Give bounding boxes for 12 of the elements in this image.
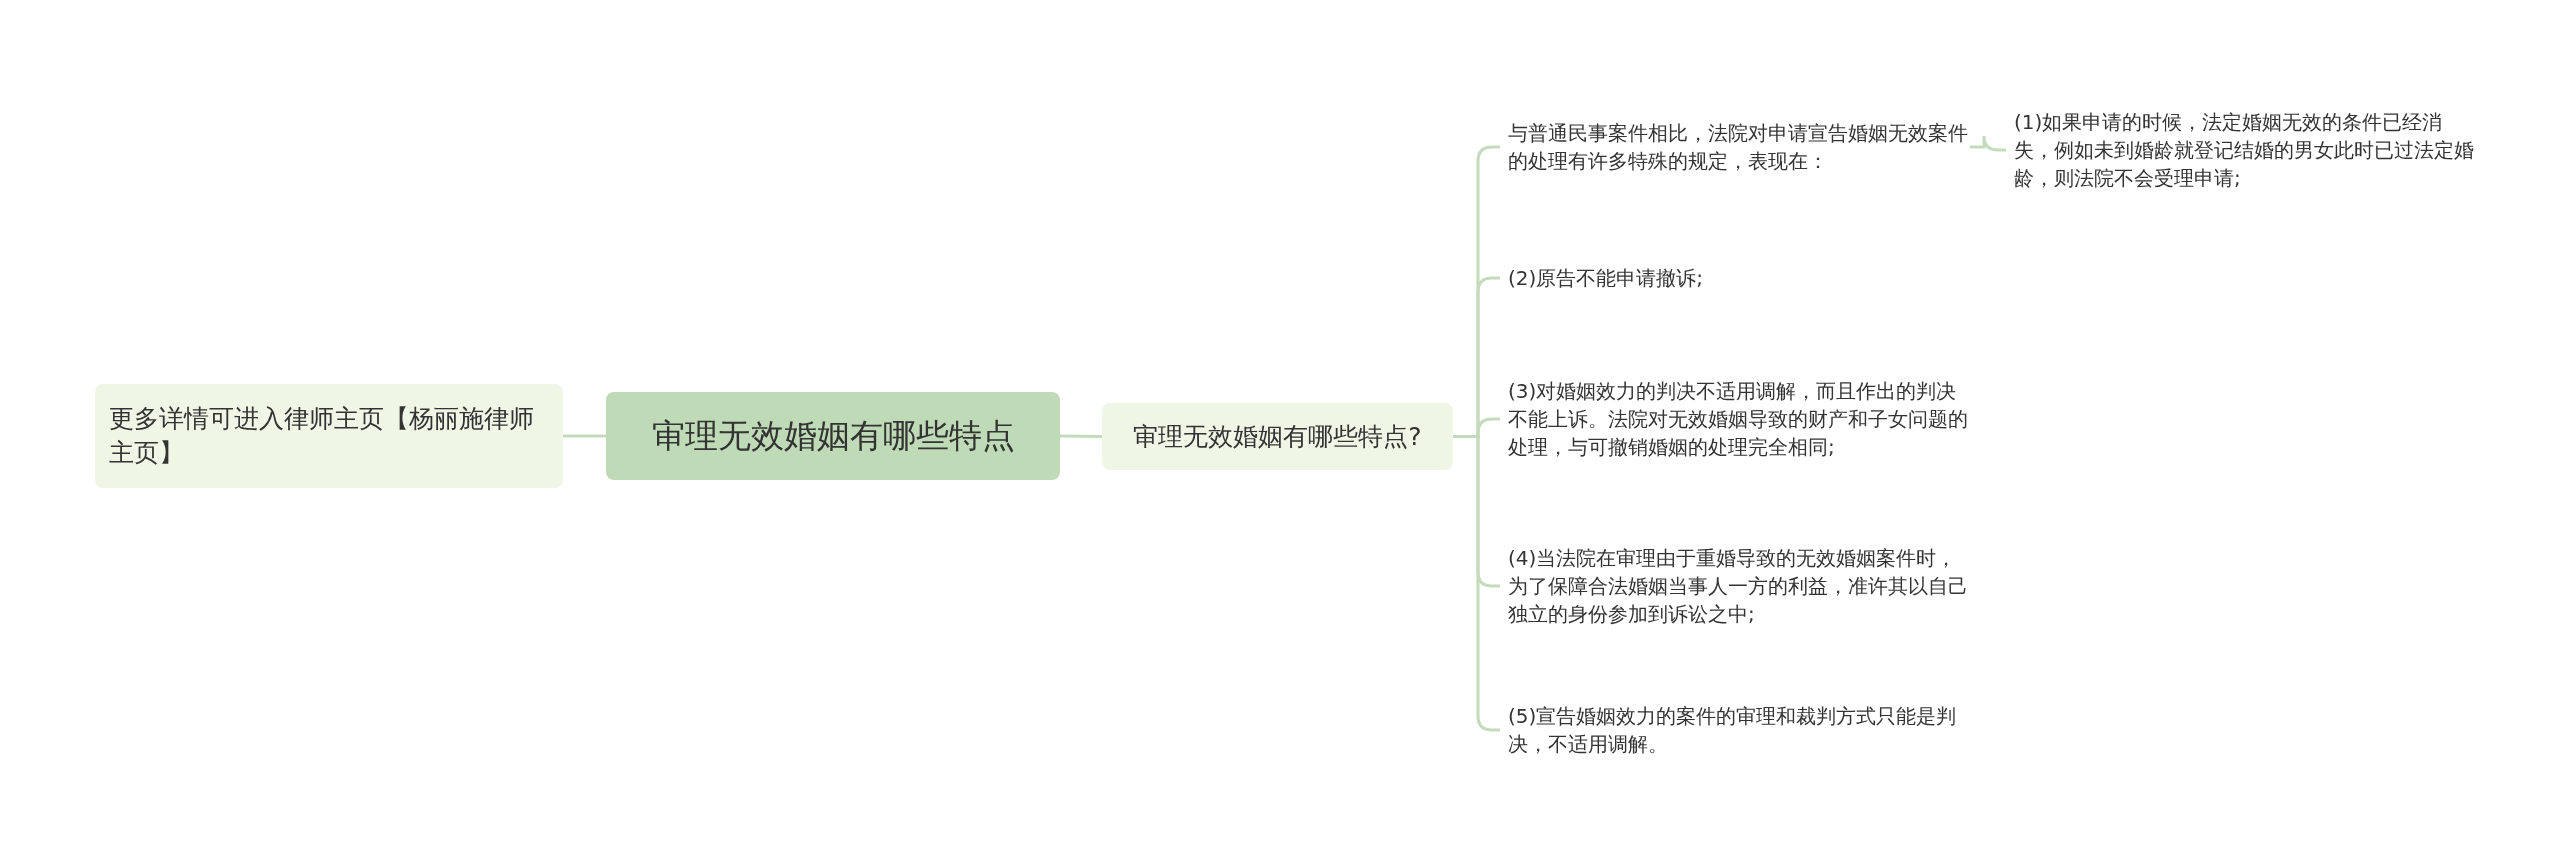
leaf-text: (3)对婚姻效力的判决不适用调解，而且作出的判决不能上诉。法院对无效婚姻导致的财产和子女问题的处理，与可撤销婚姻的处理完全相同;: [1500, 360, 1970, 478]
connector-line: [1970, 134, 2006, 152]
connector-line: [1060, 434, 1102, 438]
leaf-text: 与普通民事案件相比，法院对申请宣告婚姻无效案件的处理有许多特殊的规定，表现在：: [1500, 112, 1970, 182]
central-topic-box: 审理无效婚姻有哪些特点: [606, 392, 1060, 480]
leaf-text: (1)如果申请的时候，法定婚姻无效的条件已经消失，例如未到婚龄就登记结婚的男女此时已过法定婚龄，则法院不会受理申请;: [2006, 104, 2476, 196]
leaf-text: (5)宣告婚姻效力的案件的审理和裁判方式只能是判决，不适用调解。: [1500, 699, 1970, 761]
subtopic-box: 审理无效婚姻有哪些特点?: [1102, 403, 1453, 470]
leaf-text: (2)原告不能申请撤诉;: [1500, 262, 1970, 294]
topic-box: 更多详情可进入律师主页【杨丽施律师主页】: [95, 384, 563, 488]
leaf-text: (4)当法院在审理由于重婚导致的无效婚姻案件时，为了保障合法婚姻当事人一方的利益，准许其以自己独立的身份参加到诉讼之中;: [1500, 541, 1970, 631]
connector-line: [563, 434, 606, 438]
